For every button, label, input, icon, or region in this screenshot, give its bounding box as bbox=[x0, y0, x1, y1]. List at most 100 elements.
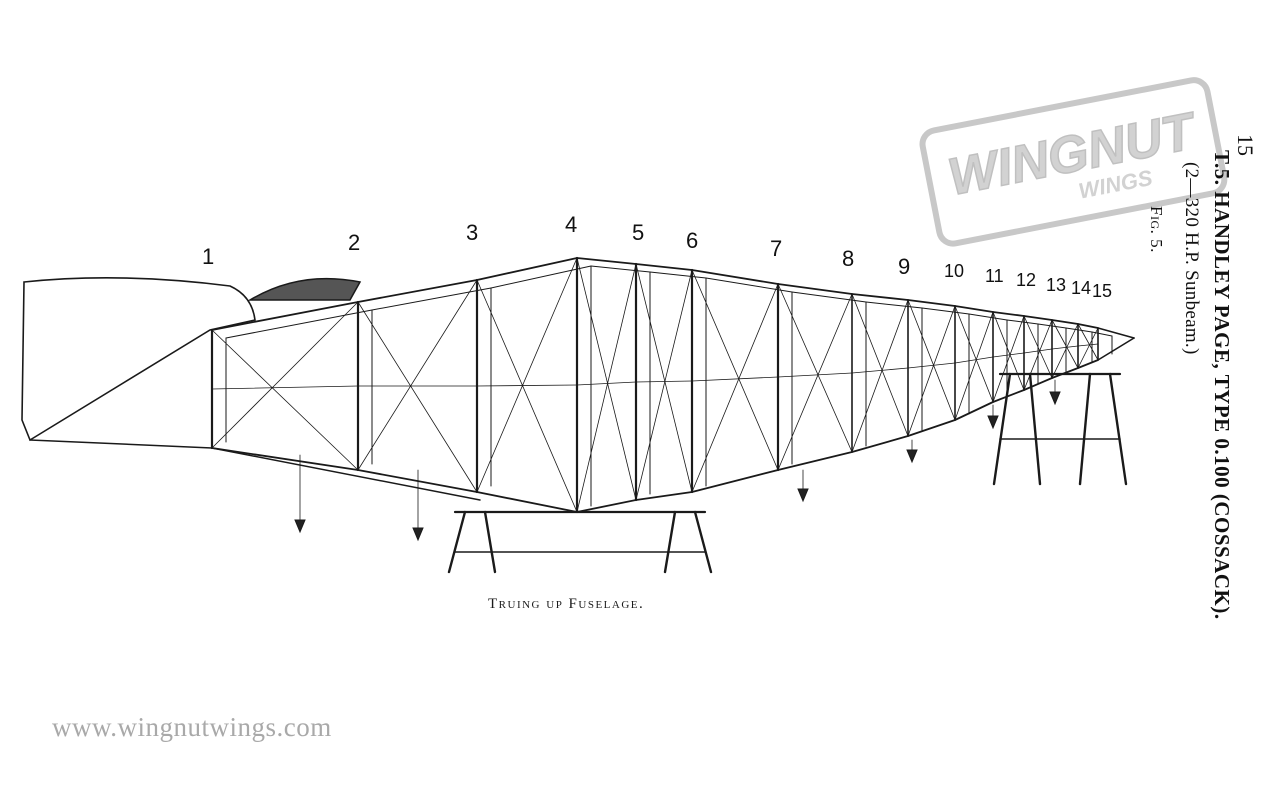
upper-longeron bbox=[992, 311, 1025, 317]
side-title: T.5. HANDLEY PAGE, TYPE 0.100 (COSSACK). bbox=[1210, 150, 1234, 620]
lower-longeron bbox=[1077, 359, 1099, 369]
plumb-bob bbox=[797, 488, 809, 503]
plumb-bob bbox=[412, 527, 424, 542]
bracing-wire bbox=[777, 293, 853, 471]
upper-longeron bbox=[635, 263, 693, 271]
rear-trestle-leg bbox=[1028, 372, 1042, 486]
upper-longeron bbox=[1077, 323, 1099, 329]
rear-trestle-leg bbox=[1078, 372, 1092, 486]
upper-longeron bbox=[357, 279, 478, 303]
upper-longeron bbox=[1023, 315, 1053, 321]
front-trestle-leg bbox=[483, 510, 497, 574]
plumb-bob bbox=[1049, 391, 1061, 406]
upper-longeron-far bbox=[705, 277, 793, 293]
frame-number-9: 9 bbox=[898, 254, 911, 279]
lower-longeron bbox=[476, 491, 578, 513]
bracing-wire bbox=[1051, 323, 1079, 379]
rear-trestle-leg bbox=[992, 372, 1012, 486]
tail-post bbox=[1097, 327, 1135, 339]
upper-longeron-far bbox=[1065, 327, 1093, 333]
bracing-wire bbox=[851, 299, 909, 453]
upper-longeron bbox=[476, 257, 578, 281]
mid-stringer bbox=[992, 352, 1025, 358]
upper-longeron bbox=[1051, 319, 1079, 325]
upper-longeron-far bbox=[490, 265, 592, 289]
frame-number-3: 3 bbox=[466, 220, 479, 245]
front-trestle-leg bbox=[447, 510, 467, 574]
frame-number-7: 7 bbox=[770, 236, 783, 261]
bracing-wire bbox=[1077, 327, 1099, 369]
mid-stringer bbox=[635, 380, 693, 383]
frame-number-8: 8 bbox=[842, 246, 855, 271]
bracing-wire bbox=[1051, 319, 1079, 369]
nose-fairing bbox=[21, 277, 256, 442]
lower-longeron bbox=[635, 491, 693, 501]
cockpit-coaming bbox=[247, 277, 362, 301]
lower-longeron bbox=[211, 447, 359, 471]
bracing-wire bbox=[211, 329, 359, 471]
forward-keel bbox=[211, 447, 481, 501]
bracing-wire bbox=[635, 269, 693, 501]
frame-number-11: 11 bbox=[985, 266, 1004, 286]
lower-longeron bbox=[907, 419, 956, 437]
mid-stringer bbox=[907, 362, 956, 369]
bracing-wire bbox=[992, 311, 1025, 391]
bracing-wire bbox=[954, 311, 994, 421]
figure-label: Fig. 5. bbox=[1147, 206, 1166, 253]
lower-longeron bbox=[992, 389, 1025, 403]
frame-number-2: 2 bbox=[348, 230, 361, 255]
fuselage-frame-lines bbox=[21, 256, 1135, 574]
bracing-wire bbox=[1077, 323, 1099, 361]
lower-longeron bbox=[777, 451, 853, 471]
watermark-url: www.wingnutwings.com bbox=[52, 712, 332, 742]
upper-longeron-far bbox=[1006, 319, 1039, 325]
bracing-wire bbox=[992, 315, 1025, 403]
frame-number-12: 12 bbox=[1016, 270, 1037, 290]
mid-stringer bbox=[211, 385, 359, 390]
bracing-wire bbox=[691, 283, 779, 493]
bracing-wire bbox=[576, 263, 637, 513]
mid-stringer bbox=[691, 376, 779, 382]
upper-longeron bbox=[691, 269, 779, 285]
bracing-wire bbox=[635, 263, 693, 493]
frame-number-4: 4 bbox=[565, 212, 578, 237]
upper-longeron bbox=[576, 257, 637, 265]
lower-longeron bbox=[357, 469, 478, 493]
plumb-bob bbox=[906, 449, 918, 464]
mid-stringer bbox=[1051, 345, 1079, 350]
upper-longeron bbox=[907, 299, 956, 307]
bracing-wire bbox=[476, 279, 578, 513]
bracing-wire bbox=[907, 305, 956, 437]
mid-stringer bbox=[777, 372, 853, 378]
bracing-wire bbox=[1023, 319, 1053, 391]
mid-stringer bbox=[954, 356, 994, 364]
side-subtitle: (2—320 H.P. Sunbeam.) bbox=[1181, 162, 1202, 355]
upper-longeron-far bbox=[371, 287, 492, 311]
bracing-wire bbox=[476, 257, 578, 493]
page-number: 15 bbox=[1233, 134, 1258, 156]
bracing-wire bbox=[851, 293, 909, 437]
lower-longeron bbox=[954, 401, 994, 421]
upper-longeron-far bbox=[968, 313, 1008, 321]
bracing-wire bbox=[954, 305, 994, 403]
upper-longeron-far bbox=[865, 301, 923, 309]
rear-trestle-leg bbox=[1108, 372, 1128, 486]
frame-number-13: 13 bbox=[1046, 275, 1067, 295]
frame-number-6: 6 bbox=[686, 228, 699, 253]
side-heading: 15 T.5. HANDLEY PAGE, TYPE 0.100 (COSSAC… bbox=[1126, 130, 1266, 690]
upper-longeron-far bbox=[649, 271, 707, 279]
mid-stringer bbox=[1023, 348, 1053, 354]
bracing-wire bbox=[211, 301, 359, 449]
figure-caption: Truing up Fuselage. bbox=[488, 596, 645, 612]
mid-stringer bbox=[851, 367, 909, 374]
frame-number-10: 10 bbox=[944, 261, 965, 281]
bracing-wire bbox=[907, 299, 956, 421]
upper-longeron bbox=[777, 283, 853, 295]
plumb-bob bbox=[987, 415, 999, 430]
bracing-wire bbox=[777, 283, 853, 453]
mid-stringer bbox=[476, 384, 578, 387]
plumb-bob bbox=[294, 519, 306, 534]
frame-number-14: 14 bbox=[1071, 278, 1092, 298]
